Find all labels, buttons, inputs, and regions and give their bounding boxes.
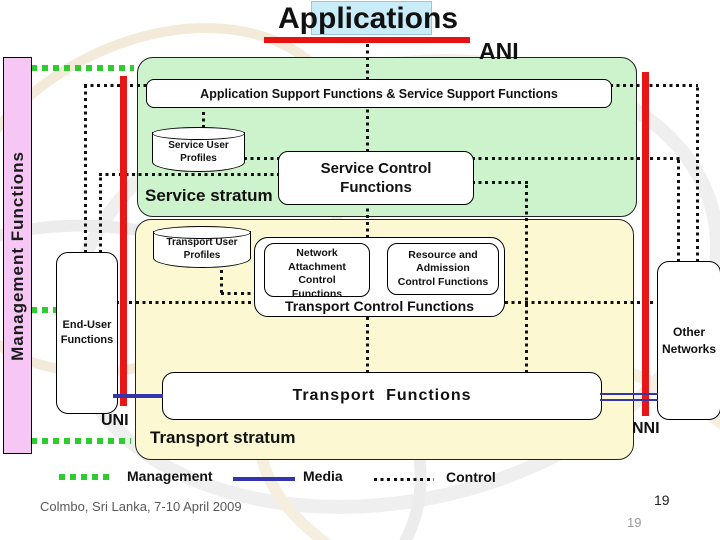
- control-link-enduser-scf: [99, 173, 280, 176]
- nni-label: NNI: [632, 420, 660, 437]
- label-line: Profiles: [180, 152, 217, 164]
- label-line: End-User: [62, 319, 112, 332]
- control-link-appsupport-scf: [366, 105, 369, 152]
- control-link-profiles-scf: [244, 157, 280, 160]
- label-line: Profiles: [183, 249, 221, 261]
- management-functions-bar: Management Functions: [3, 57, 32, 454]
- control-link-left-vertical: [84, 84, 87, 253]
- uni-label: UNI: [101, 412, 129, 429]
- control-link-enduser-vertical: [99, 173, 102, 253]
- application-support-label: Application Support Functions & Service …: [200, 86, 558, 101]
- control-link-tprofiles-tcf: [221, 292, 255, 295]
- transport-stratum-label: Transport stratum: [150, 428, 296, 447]
- page-number-secondary: 19: [627, 515, 642, 530]
- other-networks-box: Other Networks: [657, 261, 720, 420]
- red-separator-right: [642, 72, 649, 416]
- cylinder-top: [152, 127, 245, 140]
- page-number: 19: [654, 492, 670, 508]
- service-stratum-label: Service stratum: [145, 186, 273, 205]
- label-line: Service User: [168, 140, 229, 151]
- application-support-box: Application Support Functions & Service …: [146, 79, 612, 108]
- control-link-appsupport-right: [610, 84, 698, 87]
- control-link-applications-vertical: [366, 35, 369, 80]
- network-attachment-control-box: Network Attachment Control Functions: [264, 243, 370, 300]
- management-link-top: [31, 65, 134, 71]
- label-line: Control: [298, 274, 336, 287]
- end-user-functions-box: End-User Functions: [56, 252, 118, 414]
- red-separator-left: [120, 76, 127, 406]
- transport-functions-label: Transport Functions: [292, 387, 472, 404]
- label-line: Control Functions: [397, 275, 489, 288]
- title-underline: [264, 37, 470, 43]
- label-line: Service Control: [320, 159, 432, 177]
- control-link-scf-tf-vertical: [525, 181, 528, 373]
- management-link-enduser: [31, 307, 57, 313]
- legend-control-label: Control: [446, 469, 496, 485]
- media-link-enduser: [113, 394, 163, 398]
- resource-admission-control-label: Resource and Admission Control Functions: [398, 249, 488, 290]
- end-user-functions-label: End-User Functions: [61, 318, 114, 348]
- control-link-scf-tcf: [366, 203, 369, 238]
- label-line: Functions: [60, 334, 114, 346]
- label-line: Networks: [661, 341, 717, 356]
- legend-control-sample: [374, 478, 434, 481]
- transport-user-profiles-label: Transport User Profiles: [153, 237, 251, 262]
- label-line: Functions: [340, 179, 412, 196]
- label-line: Other: [672, 325, 705, 340]
- footer-venue: Colmbo, Sri Lanka, 7-10 April 2009: [40, 499, 242, 514]
- title-highlight: [311, 1, 432, 35]
- control-link-scf-right: [472, 157, 680, 160]
- cylinder-top: [153, 226, 251, 239]
- management-link-uni: [31, 438, 131, 444]
- transport-functions-box: Transport Functions: [162, 372, 602, 420]
- control-link-othernet-vertical-b: [677, 157, 680, 262]
- service-user-profiles-label: Service User Profiles: [152, 140, 245, 165]
- legend-management-sample: [59, 474, 113, 480]
- network-attachment-control-label: Network Attachment Control Functions: [288, 247, 346, 302]
- legend-management-label: Management: [127, 468, 213, 484]
- control-link-tcf-right: [505, 301, 658, 304]
- control-link-tcf-left: [116, 301, 255, 304]
- label-line: Network: [296, 247, 338, 259]
- control-link-othernet-vertical-a: [696, 84, 699, 262]
- legend-media-sample: [233, 477, 295, 481]
- ani-label: ANI: [479, 38, 519, 64]
- control-link-appsupport-profiles: [202, 105, 205, 128]
- label-line: Resource and: [408, 248, 478, 261]
- control-link-tprofiles-vertical: [220, 267, 223, 293]
- service-user-profiles-db: Service User Profiles: [152, 127, 245, 172]
- label-line: Attachment: [288, 260, 346, 273]
- transport-control-functions-label: Transport Control Functions: [285, 298, 474, 314]
- media-link-othernetworks: [600, 393, 658, 401]
- transport-user-profiles-db: Transport User Profiles: [153, 226, 251, 268]
- management-functions-label: Management Functions: [7, 150, 27, 361]
- other-networks-label: Other Networks: [662, 324, 716, 356]
- label-line: Transport User: [166, 237, 238, 248]
- resource-admission-control-box: Resource and Admission Control Functions: [387, 243, 499, 295]
- control-link-appsupport-left: [84, 84, 147, 87]
- label-line: Functions: [291, 287, 343, 300]
- service-control-functions-box: Service Control Functions: [278, 151, 474, 205]
- legend-media-label: Media: [303, 468, 343, 484]
- service-control-functions-label: Service Control Functions: [321, 159, 432, 198]
- label-line: Admission: [416, 262, 470, 275]
- control-link-scf-corner: [472, 181, 528, 184]
- page-title: Applications: [278, 2, 459, 35]
- control-link-tcf-tf: [366, 314, 369, 373]
